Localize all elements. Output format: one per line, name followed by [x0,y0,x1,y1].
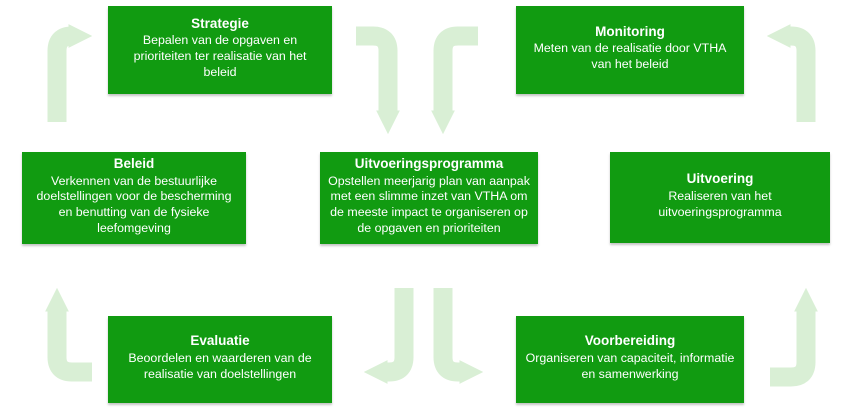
arrow-strategie-to-uitvoeringsprogramma [356,26,400,135]
arrow-beleid-to-strategie [47,24,93,122]
box-strategie-body: Bepalen van de opgaven en prioriteiten t… [133,33,307,80]
box-uitvoeringsprogramma: Uitvoeringsprogramma Opstellen meerjarig… [320,152,538,244]
box-monitoring-body: Meten van de realisatie door VTHA van he… [533,41,727,72]
arrow-evaluatie-to-beleid [45,287,92,382]
arrow-uitvoeringsprogramma-to-voorbereiding [433,288,484,384]
box-evaluatie-body: Beoordelen en waarderen van de realisati… [128,350,312,381]
box-voorbereiding-title: Voorbereiding [584,333,676,349]
arrow-monitoring-to-uitvoeringsprogramma [431,26,478,135]
box-voorbereiding-body: Organiseren van capaciteit, informatie e… [525,350,735,381]
box-uitvoering-body: Realiseren van het uitvoeringsprogramma [658,188,782,219]
box-evaluatie: Evaluatie Beoordelen en waarderen van de… [108,316,332,403]
box-voorbereiding: Voorbereiding Organiseren van capaciteit… [516,316,744,403]
box-uitvoeringsprogramma-title: Uitvoeringsprogramma [354,155,504,171]
box-strategie: Strategie Bepalen van de opgaven en prio… [108,6,332,94]
box-monitoring-title: Monitoring [595,23,665,39]
box-uitvoering-title: Uitvoering [686,171,754,187]
arrow-voorbereiding-to-uitvoering [770,287,818,387]
arrow-uitvoering-to-monitoring [766,24,816,122]
box-monitoring: Monitoring Meten van de realisatie door … [516,6,744,94]
box-beleid: Beleid Verkennen van de bestuurlijke doe… [22,152,246,244]
arrow-uitvoeringsprogramma-to-evaluatie [363,288,414,384]
box-uitvoeringsprogramma-body: Opstellen meerjarig plan van aanpak met … [328,173,530,236]
box-evaluatie-title: Evaluatie [190,333,250,349]
box-beleid-title: Beleid [113,155,155,171]
box-strategie-title: Strategie [191,15,249,31]
box-beleid-body: Verkennen van de bestuurlijke doelstelli… [36,173,232,236]
box-uitvoering: Uitvoering Realiseren van het uitvoering… [610,152,830,243]
